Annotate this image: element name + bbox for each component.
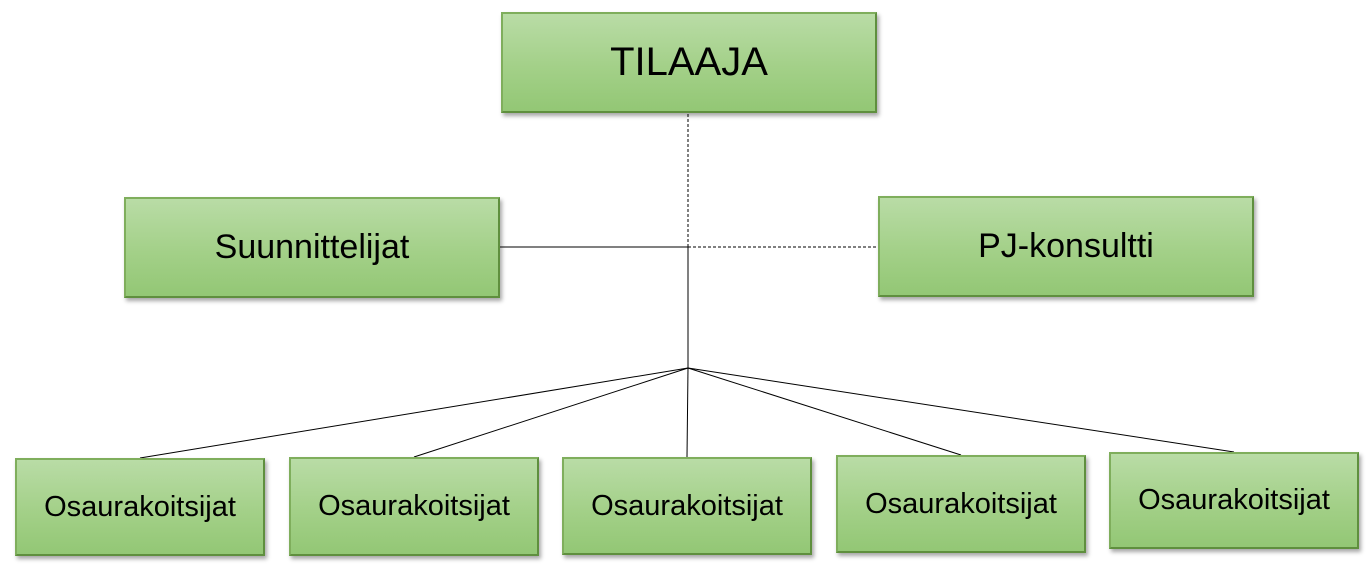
node-osaurakoitsijat-5: Osaurakoitsijat	[1109, 452, 1359, 549]
connector-sub-0	[139, 367, 689, 459]
node-tilaaja-label: TILAAJA	[610, 40, 768, 84]
node-osaurakoitsijat-label: Osaurakoitsijat	[865, 487, 1057, 520]
node-osaurakoitsijat-1: Osaurakoitsijat	[15, 458, 265, 556]
connector-sub-4	[687, 367, 1235, 453]
node-osaurakoitsijat-label: Osaurakoitsijat	[44, 490, 236, 523]
node-osaurakoitsijat-3: Osaurakoitsijat	[562, 457, 812, 555]
node-pj-konsultti: PJ-konsultti	[878, 196, 1254, 297]
connector-sub-2	[686, 367, 689, 458]
node-pj-konsultti-label: PJ-konsultti	[978, 227, 1154, 265]
node-tilaaja: TILAAJA	[501, 12, 877, 113]
connector-sub-1	[413, 367, 689, 458]
node-osaurakoitsijat-label: Osaurakoitsijat	[591, 489, 783, 522]
node-suunnittelijat-label: Suunnittelijat	[214, 228, 410, 266]
node-osaurakoitsijat-4: Osaurakoitsijat	[836, 455, 1086, 553]
node-osaurakoitsijat-label: Osaurakoitsijat	[318, 490, 510, 522]
node-suunnittelijat: Suunnittelijat	[124, 197, 500, 298]
node-osaurakoitsijat-2: Osaurakoitsijat	[289, 457, 539, 556]
node-osaurakoitsijat-label: Osaurakoitsijat	[1138, 484, 1330, 516]
connector-sub-3	[687, 367, 962, 456]
